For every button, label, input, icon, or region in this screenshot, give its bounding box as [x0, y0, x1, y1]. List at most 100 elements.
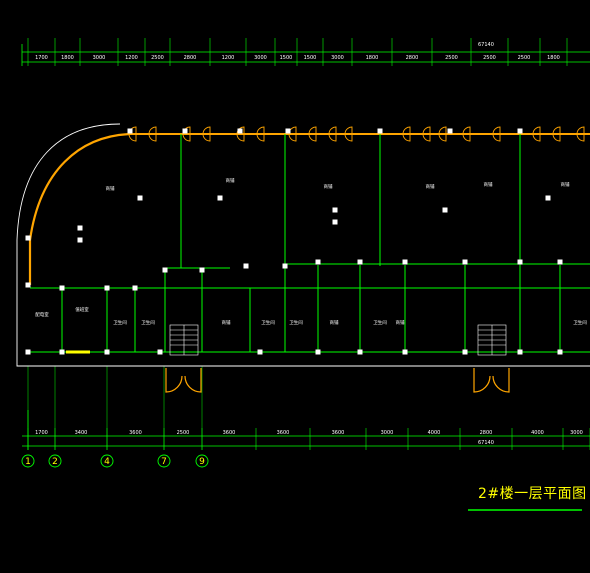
column-marker [217, 195, 223, 201]
bottom-total-dimension: 67140 [478, 440, 494, 446]
top-total-dimension: 67140 [478, 42, 494, 48]
axis-bubble: 9 [195, 454, 209, 468]
bottom-dimension-label: 3600 [223, 430, 236, 436]
column-marker [377, 128, 383, 134]
column-marker [357, 259, 363, 265]
facade-door-swing [344, 126, 353, 142]
column-marker [25, 282, 31, 288]
bottom-dimension-label: 2500 [177, 430, 190, 436]
column-marker [199, 267, 205, 273]
top-dimension-label: 2500 [518, 55, 531, 61]
bottom-dimension-label: 4000 [428, 430, 441, 436]
bottom-dimension-label: 3600 [332, 430, 345, 436]
room-labels: 商铺商铺商铺商铺商铺商铺配电室值班室卫生间卫生间卫生间卫生间卫生间商铺商铺商铺卫… [35, 177, 587, 326]
room-label: 商铺 [396, 319, 405, 326]
axis-bubble-label: 4 [104, 457, 110, 467]
top-dimension-ticks [27, 38, 568, 66]
structural-columns [25, 128, 563, 355]
bottom-dimension-label: 3000 [570, 430, 583, 436]
room-label: 商铺 [226, 177, 235, 184]
column-marker [557, 259, 563, 265]
room-label: 商铺 [106, 185, 115, 192]
top-dimension-label: 3000 [254, 55, 267, 61]
grid-extension-lines [27, 366, 203, 450]
axis-bubble-label: 7 [161, 457, 167, 467]
bottom-dimension-label: 3400 [75, 430, 88, 436]
room-label: 卫生间 [261, 319, 275, 326]
column-marker [545, 195, 551, 201]
top-dimension-label: 2800 [406, 55, 419, 61]
top-dimension-label: 1200 [125, 55, 138, 61]
room-label: 卫生间 [289, 319, 303, 326]
column-marker [357, 349, 363, 355]
bottom-dimension-label: 2800 [480, 430, 493, 436]
column-marker [442, 207, 448, 213]
axis-bubble: 4 [100, 454, 114, 468]
column-marker [157, 349, 163, 355]
facade-door-swing [148, 126, 157, 142]
room-label: 配电室 [35, 311, 49, 318]
top-dimension-label: 1200 [222, 55, 235, 61]
top-dimension-label: 2500 [445, 55, 458, 61]
axis-bubble-label: 1 [25, 457, 31, 467]
building-outline [16, 123, 590, 367]
axis-bubble: 1 [21, 454, 35, 468]
axis-bubble-label: 9 [199, 457, 205, 467]
bottom-dimension-label: 4000 [531, 430, 544, 436]
top-dimension-label: 2500 [483, 55, 496, 61]
facade-door-swing [532, 126, 541, 142]
column-marker [462, 259, 468, 265]
drawing-title: 2#楼一层平面图 [478, 486, 587, 502]
bottom-dimension-label: 1700 [35, 430, 48, 436]
column-marker [517, 128, 523, 134]
room-label: 卫生间 [573, 319, 587, 326]
top-dimension-chain [21, 44, 590, 66]
axis-bubbles: 1 2 4 7 9 [21, 454, 209, 468]
stair-left [169, 324, 199, 356]
facade-door-swing [462, 126, 471, 142]
top-dimension-label: 1800 [547, 55, 560, 61]
room-label: 卫生间 [373, 319, 387, 326]
top-dimension-label: 1500 [280, 55, 293, 61]
column-marker [315, 259, 321, 265]
axis-bubble: 2 [48, 454, 62, 468]
bottom-dimension-labels: 1700 3400 3600 2500 3600 3600 3600 3000 4000 2800… [35, 430, 583, 436]
column-marker [162, 267, 168, 273]
bottom-dimension-label: 3000 [381, 430, 394, 436]
column-marker [557, 349, 563, 355]
column-marker [59, 349, 65, 355]
room-label: 商铺 [324, 183, 333, 190]
entrance-doors [66, 350, 510, 393]
axis-bubble: 7 [157, 454, 171, 468]
column-marker [402, 259, 408, 265]
column-marker [402, 349, 408, 355]
column-marker [315, 349, 321, 355]
facade-door-swing [552, 126, 561, 142]
bottom-dimension-label: 3600 [277, 430, 290, 436]
column-marker [59, 285, 65, 291]
column-marker [104, 349, 110, 355]
bottom-dimension-ticks [27, 428, 590, 450]
bottom-dimension-label: 3600 [129, 430, 142, 436]
facade-door-swing [438, 126, 447, 142]
column-marker [285, 128, 291, 134]
room-label: 商铺 [330, 319, 339, 326]
column-marker [517, 349, 523, 355]
column-marker [25, 349, 31, 355]
room-label: 值班室 [75, 306, 89, 313]
top-dimension-label: 1700 [35, 55, 48, 61]
column-marker [462, 349, 468, 355]
column-marker [182, 128, 188, 134]
top-dimension-label: 1800 [366, 55, 379, 61]
column-marker [132, 285, 138, 291]
column-marker [77, 225, 83, 231]
column-marker [243, 263, 249, 269]
column-marker [282, 263, 288, 269]
column-marker [77, 237, 83, 243]
facade-door-swing [202, 126, 211, 142]
top-dimension-label: 2800 [184, 55, 197, 61]
curved-window-wall [28, 132, 590, 285]
room-label: 卫生间 [141, 319, 155, 326]
